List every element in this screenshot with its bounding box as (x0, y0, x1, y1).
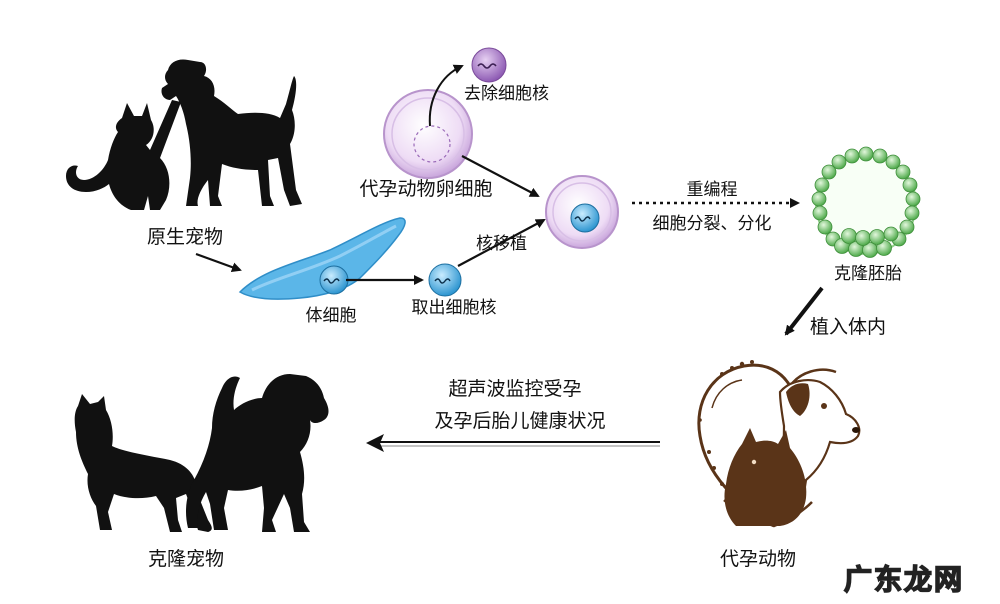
cat-silhouette-icon (74, 394, 212, 532)
surrogate-animal-illustration (697, 360, 861, 528)
arrow-egg-to-reconstructed (461, 155, 540, 197)
label-reprogramming: 重编程 (686, 180, 738, 200)
label-cloned-pet: 克隆宠物 (147, 548, 225, 570)
somatic-cell (238, 217, 406, 300)
label-ultrasound-line2: 及孕后胎儿健康状况 (434, 410, 606, 432)
label-surrogate-egg: 代孕动物卵细胞 (359, 178, 493, 200)
label-somatic-cell: 体细胞 (305, 306, 357, 326)
label-extract-nucleus: 取出细胞核 (411, 298, 497, 318)
label-remove-nucleus: 去除细胞核 (464, 84, 549, 104)
label-nuclear-transfer: 核移植 (476, 234, 527, 254)
label-ultrasound-line1: 超声波监控受孕 (448, 378, 582, 400)
label-surrogate-animal: 代孕动物 (719, 548, 797, 570)
original-pet-silhouettes (66, 59, 302, 210)
cat-silhouette-icon (66, 100, 181, 210)
label-division-differentiation: 细胞分裂、分化 (652, 214, 772, 234)
label-implant: 植入体内 (810, 316, 887, 338)
extracted-nucleus (428, 263, 462, 297)
dog-silhouette-icon (161, 59, 302, 207)
cloned-embryo (811, 146, 921, 258)
arrow-pet-to-somatic (195, 252, 242, 272)
label-original-pet: 原生宠物 (146, 226, 224, 248)
label-cloned-embryo: 克隆胚胎 (834, 264, 902, 284)
surrogate-egg-cell (383, 89, 473, 179)
arrow-birth (366, 434, 660, 452)
removed-nucleus (471, 47, 507, 83)
reconstructed-egg-cell (545, 175, 619, 249)
dog-silhouette-icon (186, 374, 329, 532)
cloned-pet-silhouettes (74, 374, 329, 532)
arrow-nuclear-transfer (457, 219, 546, 267)
watermark: 广东龙网 (843, 562, 964, 597)
arrow-implant (784, 286, 824, 336)
remove-nucleus-arrow (428, 64, 464, 127)
